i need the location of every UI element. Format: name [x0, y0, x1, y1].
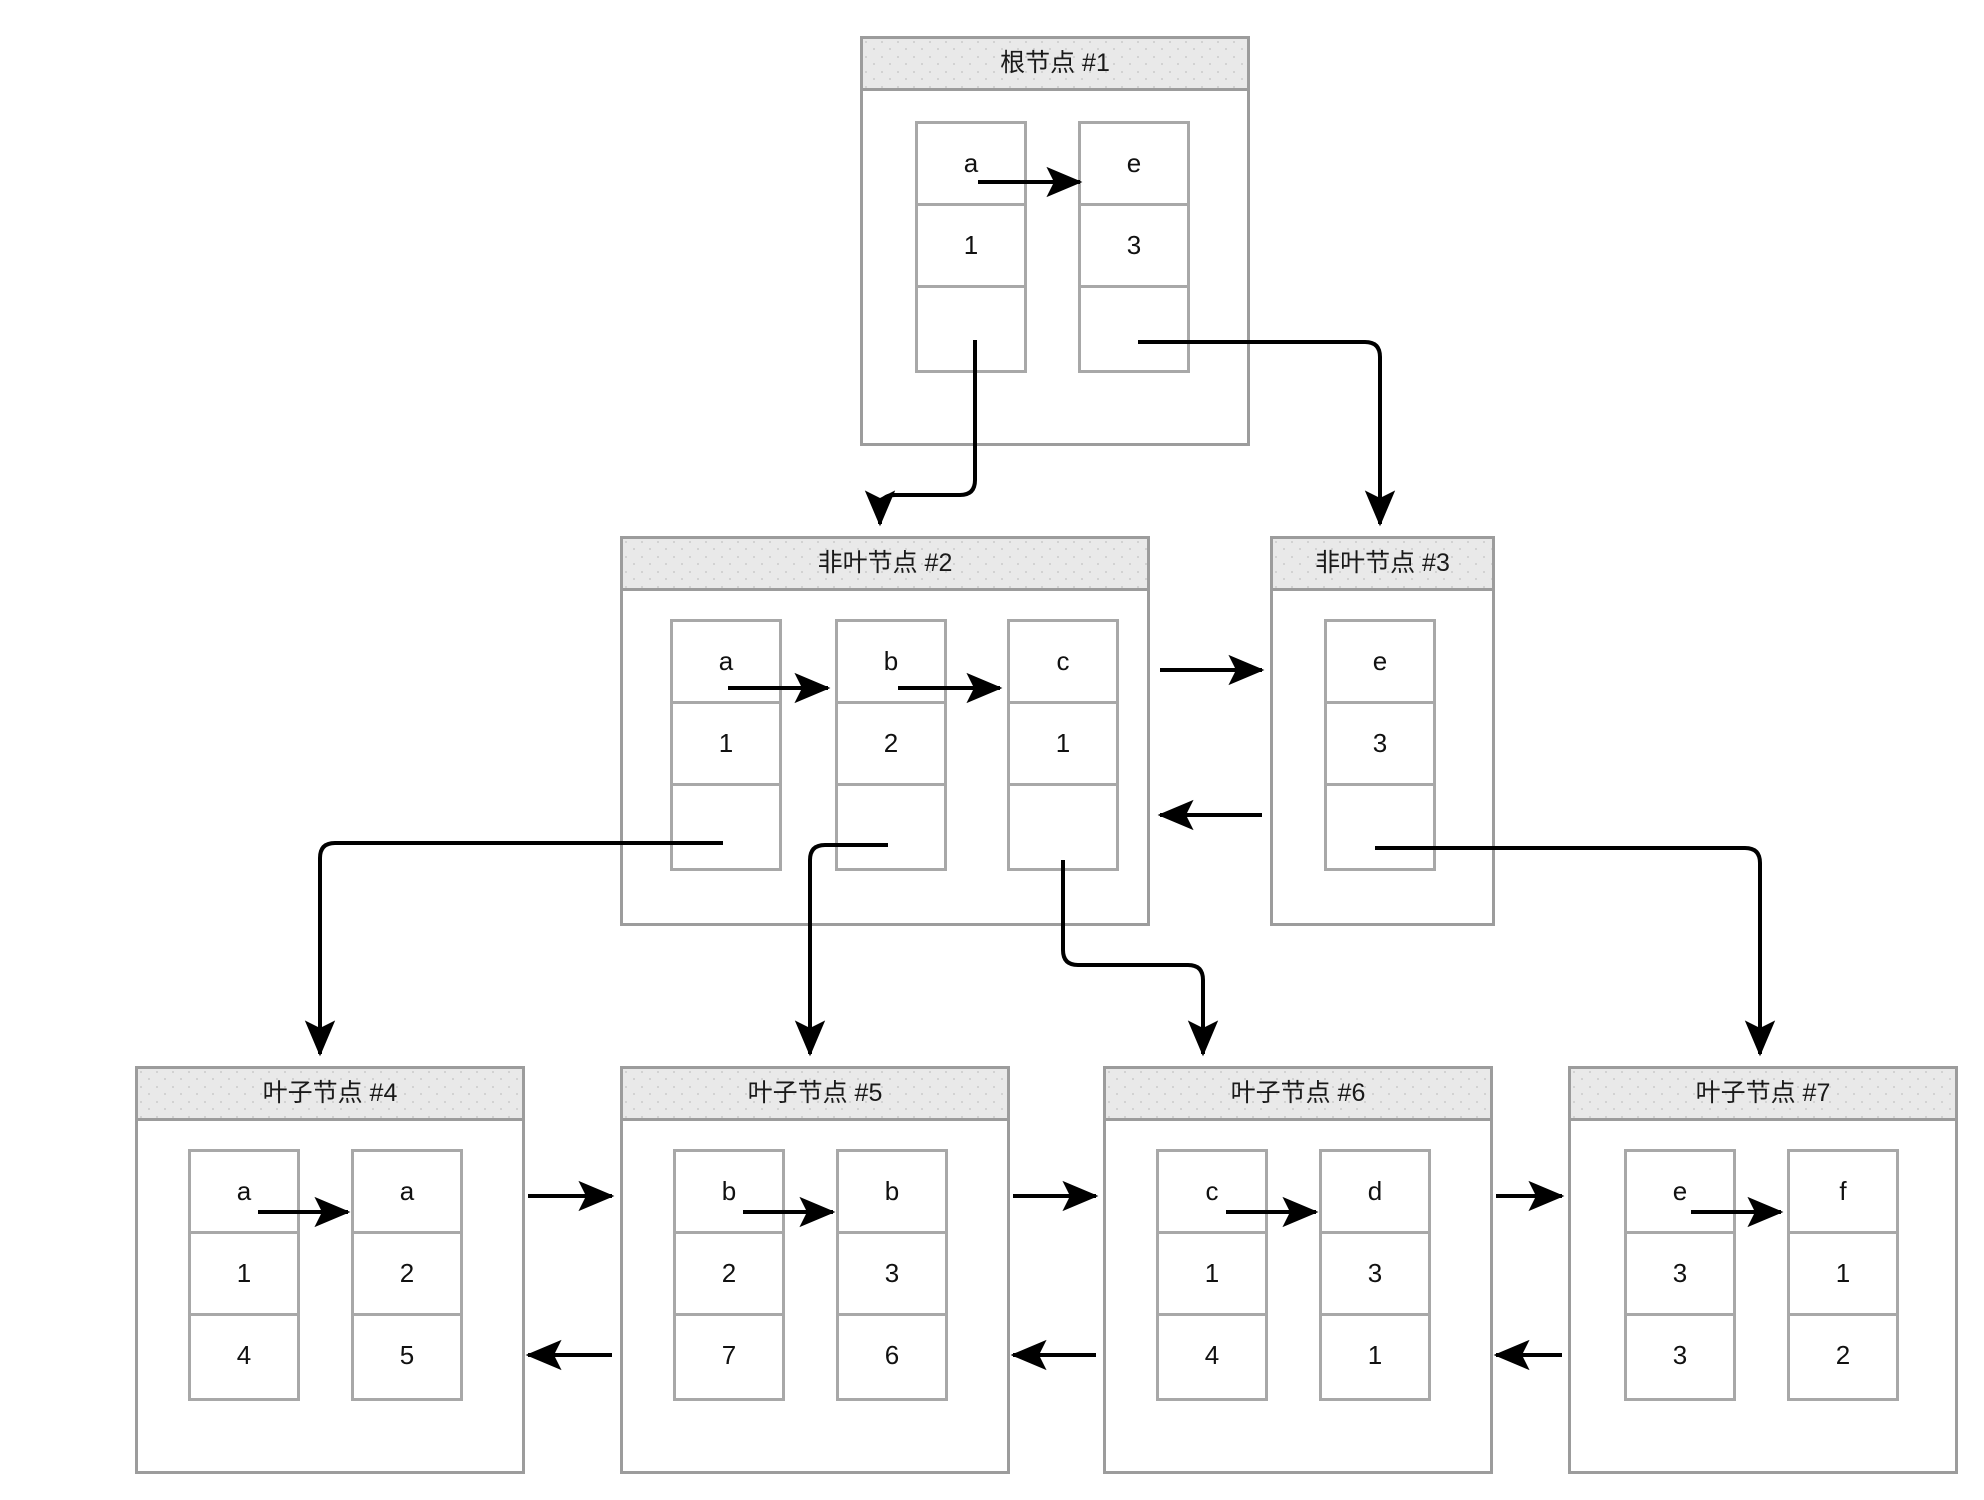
node-leaf-7[interactable]: 叶子节点 #7 e 3 3 f 1 2 [1568, 1066, 1958, 1474]
cell-pointer [1010, 786, 1116, 868]
cellstack-leaf7-1[interactable]: f 1 2 [1787, 1149, 1899, 1401]
cell-key: b [839, 1152, 945, 1234]
cell-key: c [1010, 622, 1116, 704]
cell-key: d [1322, 1152, 1428, 1234]
cell-key: a [191, 1152, 297, 1234]
cell-pointer: 3 [1627, 1316, 1733, 1398]
cell-value: 1 [1159, 1234, 1265, 1316]
cell-pointer [673, 786, 779, 868]
cell-key: a [354, 1152, 460, 1234]
node-leaf-4[interactable]: 叶子节点 #4 a 1 4 a 2 5 [135, 1066, 525, 1474]
cellstack-leaf6-0[interactable]: c 1 4 [1156, 1149, 1268, 1401]
cellstack-root-1[interactable]: e 3 [1078, 121, 1190, 373]
cell-key: e [1081, 124, 1187, 206]
cell-key: e [1327, 622, 1433, 704]
cellstack-root-0[interactable]: a 1 [915, 121, 1027, 373]
cell-value: 3 [1322, 1234, 1428, 1316]
node-leaf-4-body: a 1 4 a 2 5 [138, 1121, 522, 1471]
cell-pointer: 4 [1159, 1316, 1265, 1398]
cellstack-inner2-0[interactable]: a 1 [670, 619, 782, 871]
node-root-1[interactable]: 根节点 #1 a 1 e 3 [860, 36, 1250, 446]
cell-key: a [673, 622, 779, 704]
cell-pointer: 5 [354, 1316, 460, 1398]
cell-value: 1 [1790, 1234, 1896, 1316]
cell-value: 3 [1327, 704, 1433, 786]
cell-key: c [1159, 1152, 1265, 1234]
cellstack-inner3-0[interactable]: e 3 [1324, 619, 1436, 871]
cell-value: 2 [676, 1234, 782, 1316]
cell-pointer [1327, 786, 1433, 868]
cellstack-leaf4-1[interactable]: a 2 5 [351, 1149, 463, 1401]
cell-value: 1 [191, 1234, 297, 1316]
node-internal-2-body: a 1 b 2 c 1 [623, 591, 1147, 923]
cell-pointer [838, 786, 944, 868]
node-leaf-7-header: 叶子节点 #7 [1571, 1069, 1955, 1121]
node-leaf-7-body: e 3 3 f 1 2 [1571, 1121, 1955, 1471]
cell-value: 1 [1010, 704, 1116, 786]
cell-pointer: 2 [1790, 1316, 1896, 1398]
cell-value: 1 [918, 206, 1024, 288]
cell-value: 3 [1081, 206, 1187, 288]
node-root-1-body: a 1 e 3 [863, 91, 1247, 443]
node-leaf-5-body: b 2 7 b 3 6 [623, 1121, 1007, 1471]
cell-value: 2 [354, 1234, 460, 1316]
cell-key: b [838, 622, 944, 704]
node-leaf-6-header: 叶子节点 #6 [1106, 1069, 1490, 1121]
cell-pointer: 1 [1322, 1316, 1428, 1398]
cell-pointer [1081, 288, 1187, 370]
cell-pointer [918, 288, 1024, 370]
cellstack-leaf4-0[interactable]: a 1 4 [188, 1149, 300, 1401]
cellstack-inner2-1[interactable]: b 2 [835, 619, 947, 871]
node-leaf-5-header: 叶子节点 #5 [623, 1069, 1007, 1121]
node-root-1-header: 根节点 #1 [863, 39, 1247, 91]
cell-key: a [918, 124, 1024, 206]
cellstack-leaf5-0[interactable]: b 2 7 [673, 1149, 785, 1401]
node-internal-3-body: e 3 [1273, 591, 1492, 923]
cell-value: 3 [1627, 1234, 1733, 1316]
cell-value: 1 [673, 704, 779, 786]
node-leaf-5[interactable]: 叶子节点 #5 b 2 7 b 3 6 [620, 1066, 1010, 1474]
cell-value: 2 [838, 704, 944, 786]
cell-pointer: 4 [191, 1316, 297, 1398]
cellstack-leaf7-0[interactable]: e 3 3 [1624, 1149, 1736, 1401]
node-internal-2[interactable]: 非叶节点 #2 a 1 b 2 c 1 [620, 536, 1150, 926]
node-leaf-6-body: c 1 4 d 3 1 [1106, 1121, 1490, 1471]
cell-key: b [676, 1152, 782, 1234]
cellstack-inner2-2[interactable]: c 1 [1007, 619, 1119, 871]
node-internal-2-header: 非叶节点 #2 [623, 539, 1147, 591]
node-leaf-6[interactable]: 叶子节点 #6 c 1 4 d 3 1 [1103, 1066, 1493, 1474]
cell-pointer: 6 [839, 1316, 945, 1398]
cell-value: 3 [839, 1234, 945, 1316]
cellstack-leaf6-1[interactable]: d 3 1 [1319, 1149, 1431, 1401]
cell-pointer: 7 [676, 1316, 782, 1398]
cell-key: e [1627, 1152, 1733, 1234]
node-leaf-4-header: 叶子节点 #4 [138, 1069, 522, 1121]
cellstack-leaf5-1[interactable]: b 3 6 [836, 1149, 948, 1401]
node-internal-3[interactable]: 非叶节点 #3 e 3 [1270, 536, 1495, 926]
cell-key: f [1790, 1152, 1896, 1234]
node-internal-3-header: 非叶节点 #3 [1273, 539, 1492, 591]
